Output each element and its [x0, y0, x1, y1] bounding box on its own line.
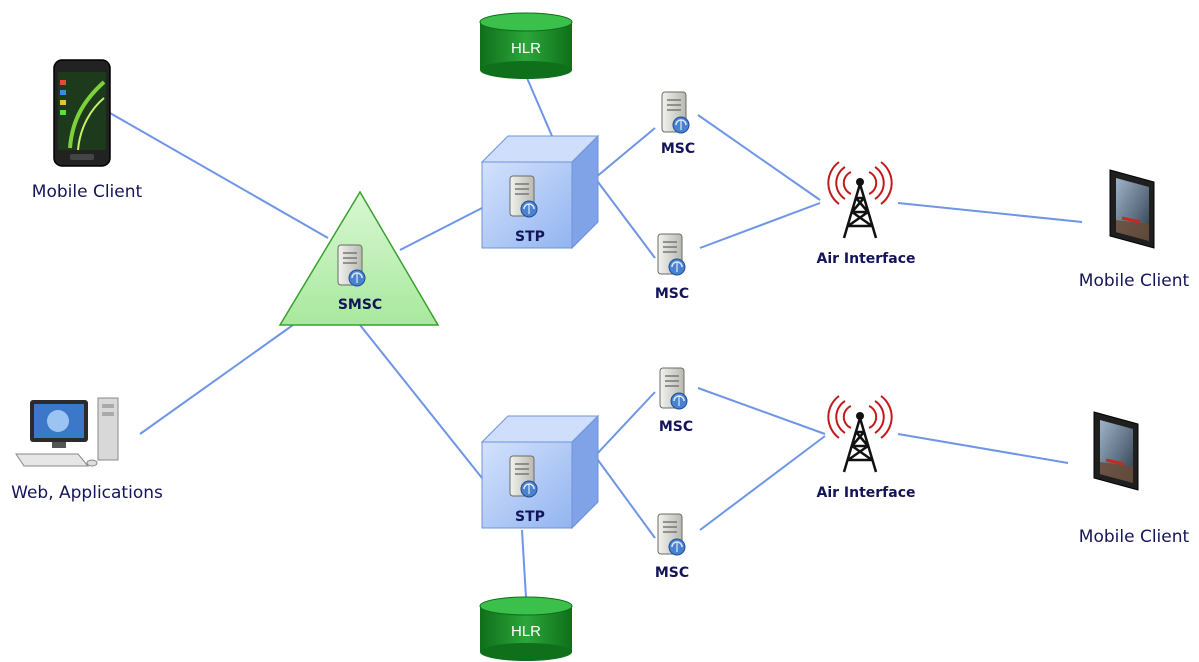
link-stp-bottom-msc3	[594, 391, 656, 457]
msc-3-label: MSC	[659, 419, 693, 435]
air-interface-bottom-node: Air Interface	[816, 394, 916, 501]
msc-node-3: MSC	[659, 367, 693, 435]
link-web-smsc	[139, 319, 301, 435]
msc-2-server-icon	[657, 233, 686, 276]
link-smsc-stp-bottom	[359, 324, 483, 479]
link-msc3-air-bottom	[697, 387, 826, 435]
hlr-top-node: HLR	[479, 12, 573, 79]
tablet-icon	[1108, 168, 1156, 250]
web-applications-label: Web, Applications	[11, 483, 163, 503]
mobile-client-right-bottom-node: Mobile Client	[1079, 410, 1190, 547]
msc-node-1: MSC	[661, 91, 695, 157]
stp-top-node: STP	[480, 134, 600, 250]
mobile-phone-icon	[53, 59, 111, 167]
msc-node-2: MSC	[655, 233, 689, 302]
smsc-node: SMSC	[278, 190, 440, 326]
smsc-server-icon	[337, 244, 366, 287]
hlr-bottom-node: HLR	[479, 596, 573, 661]
desktop-computer-icon	[15, 397, 119, 467]
air-interface-bottom-label: Air Interface	[816, 485, 915, 501]
mobile-client-right-top-label: Mobile Client	[1079, 271, 1190, 291]
tablet-icon	[1092, 410, 1140, 492]
link-mobile-smsc	[109, 112, 329, 239]
mobile-client-left-label: Mobile Client	[32, 182, 143, 202]
link-stp-bottom-msc4	[594, 455, 656, 539]
smsc-label: SMSC	[338, 297, 382, 313]
connections	[109, 77, 1083, 599]
air-interface-top-label: Air Interface	[816, 251, 915, 267]
mobile-client-right-top-node: Mobile Client	[1079, 168, 1190, 291]
stp-bottom-label: STP	[515, 509, 545, 525]
mobile-client-right-bottom-label: Mobile Client	[1079, 527, 1190, 547]
antenna-tower-icon	[827, 160, 893, 240]
msc-4-label: MSC	[655, 565, 689, 581]
link-smsc-stp-top	[399, 207, 483, 251]
link-msc4-air-bottom	[699, 435, 826, 531]
link-stp-top-msc1	[594, 127, 656, 179]
hlr-bottom-label: HLR	[511, 623, 541, 640]
msc-2-label: MSC	[655, 286, 689, 302]
air-interface-top-node: Air Interface	[816, 160, 916, 267]
hlr-top-label: HLR	[511, 40, 541, 57]
msc-1-label: MSC	[661, 141, 695, 157]
msc-3-server-icon	[659, 367, 688, 410]
link-msc1-air-top	[697, 114, 821, 201]
stp-bottom-node: STP	[480, 414, 600, 530]
stp-top-label: STP	[515, 229, 545, 245]
msc-node-4: MSC	[655, 513, 689, 581]
link-air-top-mobile	[897, 202, 1083, 223]
stp-bottom-server-icon	[509, 455, 538, 498]
link-hlr-stp-bottom	[521, 529, 527, 599]
msc-4-server-icon	[657, 513, 686, 556]
link-stp-top-msc2	[594, 177, 656, 259]
link-msc2-air-top	[699, 202, 821, 249]
stp-top-server-icon	[509, 175, 538, 218]
link-air-bottom-mobile	[897, 433, 1069, 464]
msc-1-server-icon	[661, 91, 690, 134]
antenna-tower-icon	[827, 394, 893, 474]
link-hlr-stp-top	[526, 77, 553, 137]
